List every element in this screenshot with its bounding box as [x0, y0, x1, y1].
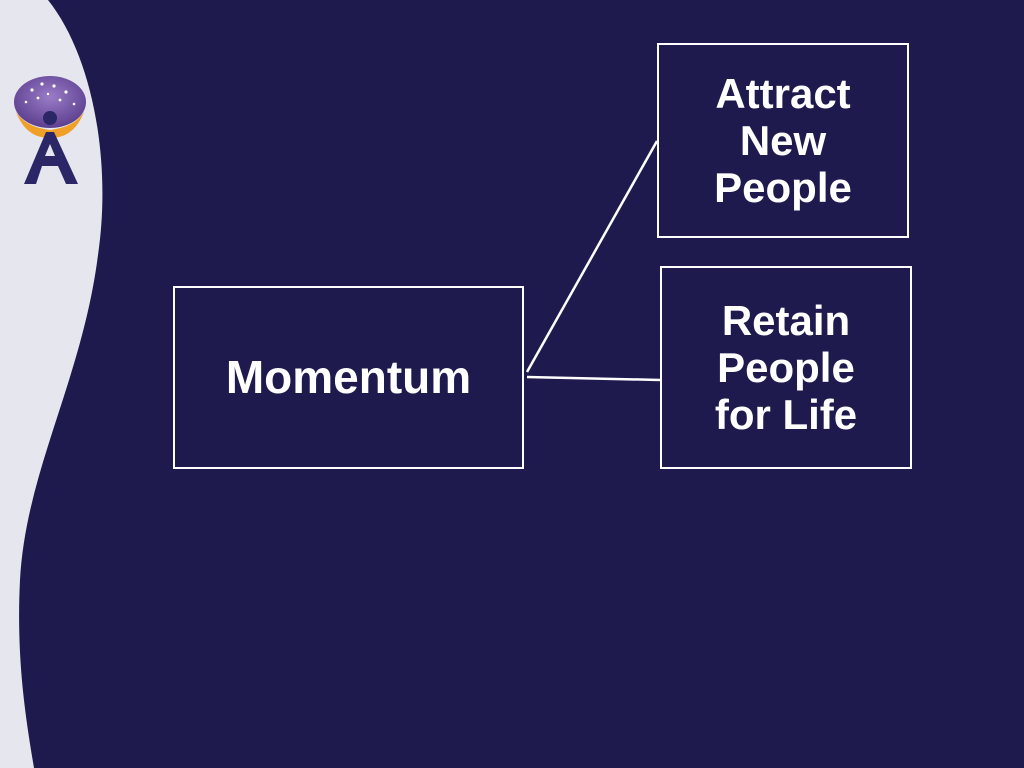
- side-panel-shape: [0, 0, 103, 768]
- attract-label-line-3: People: [714, 164, 852, 212]
- connector-to-retain: [526, 375, 661, 382]
- momentum-label: Momentum: [225, 350, 472, 403]
- connector-to-attract: [525, 140, 659, 373]
- retain-label-line-1: Retain: [721, 296, 851, 344]
- momentum-box: Momentum: [173, 286, 524, 469]
- retain-label-line-3: for Life: [714, 391, 858, 439]
- attract-new-people-box: Attract New People: [657, 43, 909, 238]
- attract-label-line-1: Attract: [715, 69, 851, 117]
- logo-icon: [14, 76, 86, 184]
- attract-label-line-2: New: [739, 116, 827, 164]
- retain-label-line-2: People: [717, 343, 855, 391]
- retain-people-for-life-box: Retain People for Life: [660, 266, 912, 469]
